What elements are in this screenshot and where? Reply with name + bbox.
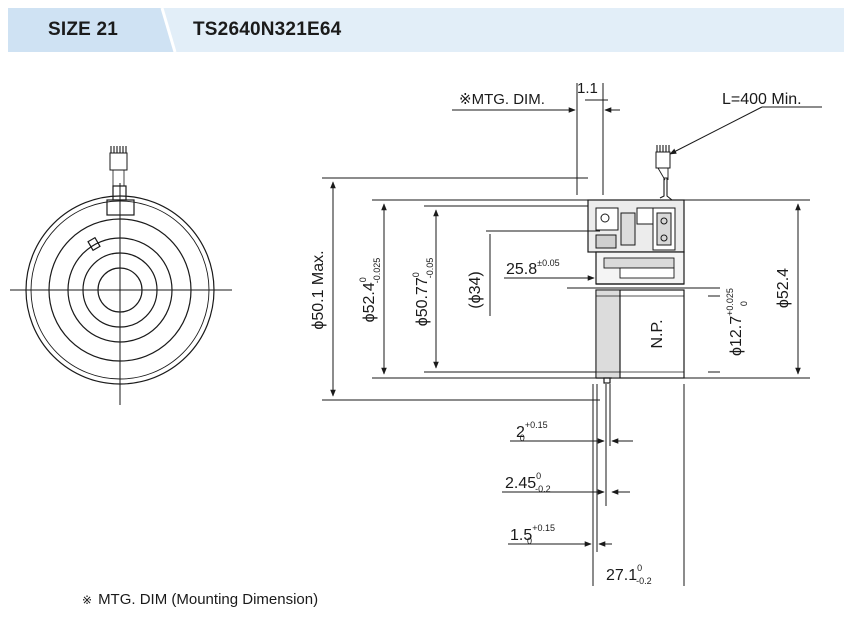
key-slot [87, 236, 101, 252]
footnote: ※ MTG. DIM (Mounting Dimension) [82, 591, 318, 608]
dimension-labels: ※MTG. DIM. 1.1 L=400 Min. ϕ50.1 Max. ϕ52… [310, 80, 802, 586]
dim-27-1-label: 27.10-0.2 [606, 563, 652, 586]
dia-max-label: ϕ50.1 Max. [310, 250, 327, 329]
connector-pins [110, 146, 127, 153]
side-view [587, 145, 685, 384]
header-band [8, 7, 844, 53]
dim-2-45-label: 2.450-0.2 [505, 471, 551, 494]
model-label: TS2640N321E64 [193, 19, 342, 40]
dia-50-77-label: ϕ50.770-0.05 [411, 258, 435, 327]
mtg-dim-label: ※MTG. DIM. [459, 91, 545, 108]
dia-34-label: (ϕ34) [467, 271, 484, 308]
lead-wire [659, 177, 673, 201]
gap-top-label: 1.1 [577, 80, 598, 97]
dimension-lines [322, 83, 822, 586]
footnote-text: MTG. DIM (Mounting Dimension) [98, 591, 319, 608]
np-label: N.P. [649, 319, 666, 348]
footnote-star: ※ [82, 593, 93, 607]
page-header: SIZE 21 TS2640N321E64 [0, 0, 844, 56]
lead-exit [112, 185, 127, 201]
technical-drawing: ※MTG. DIM. 1.1 L=400 Min. ϕ50.1 Max. ϕ52… [10, 80, 822, 586]
front-view [10, 146, 232, 405]
len-25-8-label: 25.8±0.05 [506, 258, 560, 278]
dia-52-4-left-label: ϕ52.40-0.025 [358, 258, 382, 323]
size-label: SIZE 21 [48, 19, 119, 40]
connector-body [109, 152, 128, 171]
dia-52-4-right-label: ϕ52.4 [775, 268, 792, 308]
lead-length-label: L=400 Min. [722, 91, 802, 108]
